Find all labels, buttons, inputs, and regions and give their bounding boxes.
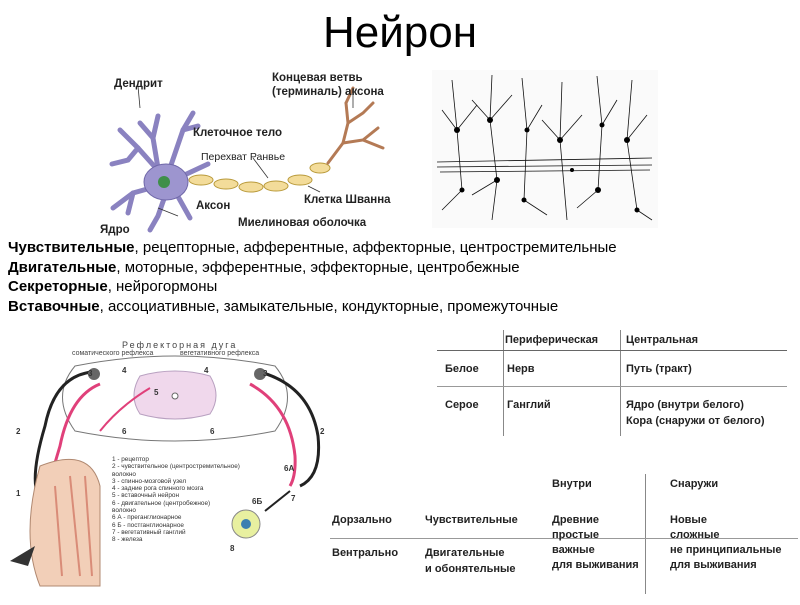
legend-item: 6 - двигательное (центробежное): [112, 499, 211, 507]
legend-item: 8 - железа: [112, 536, 143, 544]
class-term: Вставочные: [8, 297, 100, 315]
legend-item: 4 - задние рога спинного мозга: [112, 485, 204, 493]
label-schwann: Клетка Шванна: [304, 194, 391, 206]
inner-trait: важные: [552, 544, 595, 556]
outer-trait: не принципиальные: [670, 544, 782, 556]
num-7: 7: [291, 494, 296, 503]
legend-item: 2 - чувствительное (центростремительное): [112, 463, 240, 471]
legend-item: 6 А - преганглионарное: [112, 514, 182, 522]
class-row-interneuron: Вставочные, ассоциативные, замыкательные…: [8, 297, 798, 317]
matter-cell-nucleus: Ядро (внутри белого): [626, 399, 744, 411]
label-terminal-1: Концевая ветвь: [272, 72, 363, 84]
matter-row-grey: Серое: [445, 399, 479, 411]
label-axon: Аксон: [196, 200, 231, 212]
position-cell-motor: Двигательные: [425, 547, 505, 559]
legend-item: 7 - вегетативный ганглий: [112, 528, 186, 536]
inner-trait: Древние: [552, 514, 599, 526]
legend-item: 1 - рецептор: [112, 456, 149, 463]
matter-header-peripheral: Периферическая: [505, 334, 599, 346]
class-term: Чувствительные: [8, 239, 135, 256]
label-dendrite: Дендрит: [114, 78, 163, 90]
reflex-title: Рефлекторная дуга: [122, 340, 238, 350]
inner-trait: для выживания: [552, 559, 639, 571]
nucleus-shape: [158, 176, 170, 188]
cortex-drawing: [432, 70, 658, 228]
class-row-motor: Двигательные, моторные, эфферентные, эфф…: [8, 258, 798, 278]
label-ranvier: Перехват Ранвье: [201, 151, 286, 163]
matter-table: Периферическая Центральная Белое Нерв Пу…: [437, 326, 787, 436]
reflex-somatic: соматического рефлекса: [72, 350, 154, 357]
num-1: 1: [16, 489, 21, 498]
class-row-secretory: Секреторные, нейрогормоны: [8, 277, 798, 297]
position-cell-sensory: Чувствительные: [425, 514, 518, 526]
legend-item: 5 - вставочный нейрон: [112, 492, 179, 500]
legend-item: 3 - спинно-мозговой узел: [112, 477, 187, 485]
matter-cell-tract: Путь (тракт): [626, 363, 692, 375]
position-header-inside: Внутри: [552, 478, 592, 490]
class-synonyms: , моторные, эфферентные, эффекторные, це…: [116, 258, 520, 276]
num-6-left: 6: [122, 427, 127, 436]
class-synonyms: , ассоциативные, замыкательные, кондукто…: [99, 297, 559, 315]
position-table: Внутри Снаружи Дорзально Чувствительные …: [330, 470, 798, 596]
position-cell-olfactory: и обонятельные: [425, 563, 516, 575]
position-row-dorsal: Дорзально: [332, 514, 392, 526]
reflex-vegetative: вегетативного рефлекса: [180, 350, 260, 357]
matter-header-central: Центральная: [626, 334, 699, 346]
num-4-right: 4: [204, 366, 209, 375]
legend-item: 6 Б - постганглионарное: [112, 521, 184, 529]
label-myelin: Миелиновая оболочка: [238, 217, 367, 229]
num-2-right: 2: [320, 427, 325, 436]
label-nucleus: Ядро: [100, 224, 130, 236]
matter-cell-nerve: Нерв: [507, 363, 535, 375]
class-term: Двигательные: [8, 258, 117, 276]
class-synonyms: , рецепторные, афферентные, аффекторные,…: [134, 239, 617, 256]
matter-cell-cortex: Кора (снаружи от белого): [626, 415, 765, 427]
num-2-left: 2: [16, 427, 21, 436]
label-cell-body: Клеточное тело: [193, 127, 283, 139]
class-row-sensory: Чувствительные, рецепторные, афферентные…: [8, 238, 798, 258]
num-3-right: 3: [263, 369, 268, 378]
position-cell-outer-list: Новые сложные не принципиальные для выжи…: [670, 513, 782, 573]
num-5: 5: [154, 388, 159, 397]
class-synonyms: , нейрогормоны: [107, 278, 218, 295]
reflex-arc-diagram: [0, 336, 330, 600]
legend-item: волокно: [112, 507, 136, 515]
num-4-left: 4: [122, 366, 127, 375]
inner-trait: простые: [552, 529, 599, 541]
position-cell-inner-list: Древние простые важные для выживания: [552, 513, 639, 573]
num-6-right: 6: [210, 427, 215, 436]
num-3-left: 3: [88, 369, 93, 378]
neuron-classification: Чувствительные, рецепторные, афферентные…: [8, 238, 798, 316]
num-6b: 6Б: [252, 497, 263, 506]
num-8: 8: [230, 544, 235, 553]
page-title: Нейрон: [322, 8, 478, 57]
outer-trait: Новые: [670, 514, 707, 526]
neuron-illustration: [109, 85, 385, 233]
position-header-outside: Снаружи: [670, 478, 719, 490]
label-terminal-2: (терминаль) аксона: [272, 86, 384, 98]
num-6a: 6А: [284, 464, 295, 473]
legend-item: волокно: [112, 470, 136, 478]
class-term: Секреторные: [8, 278, 108, 295]
neuron-diagram: [98, 68, 408, 238]
reflex-legend: 1 - рецептор 2 - чувствительное (центрос…: [112, 456, 240, 544]
reflex-arc-illustration: [10, 355, 321, 587]
position-row-ventral: Вентрально: [332, 547, 399, 559]
outer-trait: для выживания: [670, 559, 757, 571]
matter-row-white: Белое: [445, 363, 479, 375]
matter-cell-ganglion: Ганглий: [507, 399, 551, 411]
cortex-neurons-image: [432, 70, 658, 228]
outer-trait: сложные: [670, 529, 720, 541]
